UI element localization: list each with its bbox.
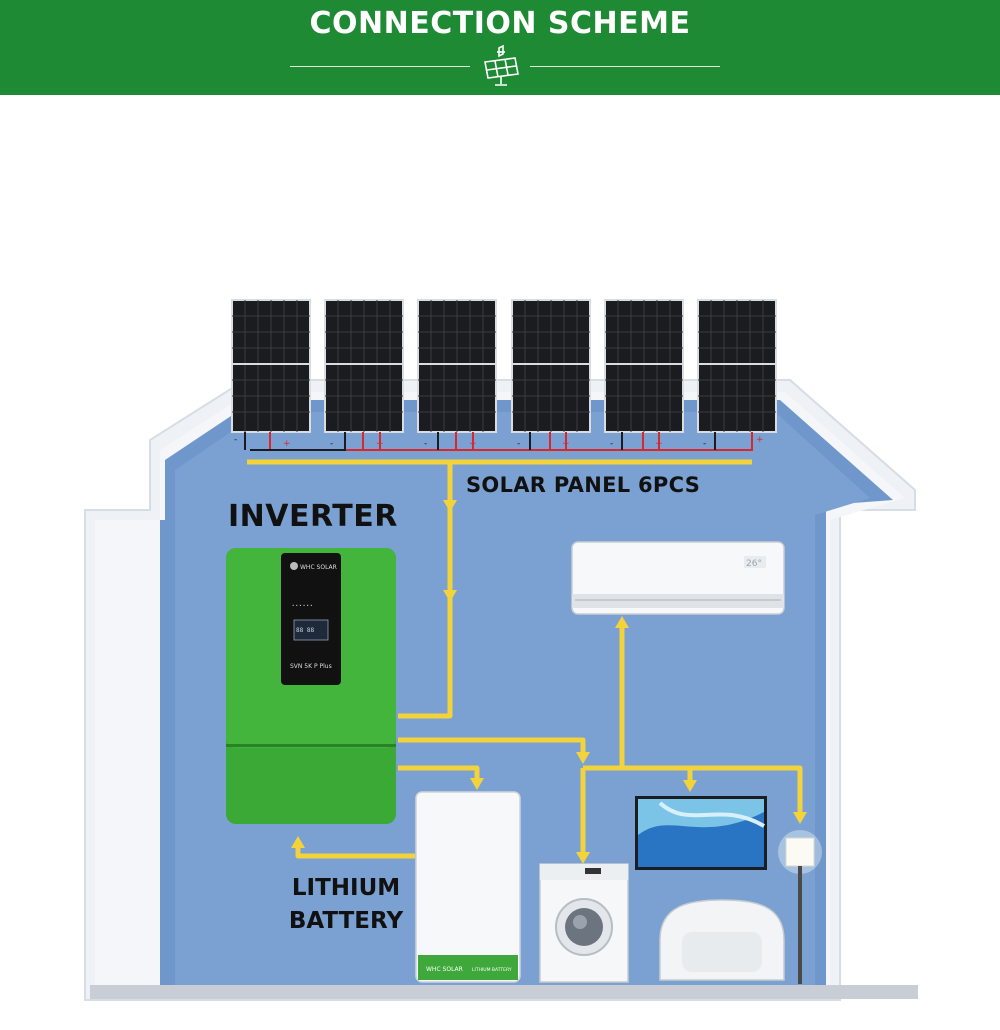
battery-label-line2: BATTERY — [288, 908, 404, 934]
inverter-label: INVERTER — [228, 499, 398, 534]
washing-machine — [539, 863, 629, 983]
svg-text:+: + — [562, 439, 570, 449]
svg-text:• • • • • •: • • • • • • — [292, 603, 313, 608]
power-wiring — [247, 459, 803, 859]
header-divider-left — [290, 66, 470, 67]
solar-panel — [511, 299, 591, 433]
inverter-unit: WHC SOLAR • • • • • • 88 88 SVN 5K P Plu… — [226, 548, 396, 824]
svg-text:-: - — [517, 439, 520, 449]
svg-text:88 88: 88 88 — [296, 627, 314, 634]
armchair — [659, 899, 785, 981]
wiring-arrows — [291, 500, 807, 864]
floor-lamp — [778, 830, 822, 984]
inverter-model: SVN 5K P Plus — [290, 663, 332, 670]
polarity-markers: - + - + - + - + - + - + — [234, 435, 764, 449]
solar-panel-label: SOLAR PANEL 6PCS — [466, 473, 701, 497]
svg-text:-: - — [610, 439, 613, 449]
solar-panel — [324, 299, 404, 433]
air-conditioner: 26° — [571, 541, 785, 615]
ac-display: 26° — [746, 559, 762, 569]
svg-text:-: - — [703, 439, 706, 449]
solar-panel-array — [231, 299, 777, 433]
svg-text:-: - — [330, 439, 333, 449]
solar-panel — [604, 299, 684, 433]
solar-panel-icon — [484, 44, 519, 86]
page-title: CONNECTION SCHEME — [309, 6, 691, 41]
panel-series-wiring — [244, 432, 753, 451]
svg-text:-: - — [424, 439, 427, 449]
inverter-brand: WHC SOLAR — [300, 564, 337, 571]
svg-text:-: - — [234, 435, 237, 445]
svg-text:+: + — [469, 439, 477, 449]
lithium-battery-unit: WHC SOLAR LITHIUM BATTERY — [415, 791, 521, 983]
solar-panel — [697, 299, 777, 433]
svg-text:+: + — [376, 439, 384, 449]
battery-label-line1: LITHIUM — [291, 875, 401, 901]
svg-text:+: + — [655, 439, 663, 449]
solar-panel — [231, 299, 311, 433]
solar-panel — [417, 299, 497, 433]
television — [635, 796, 767, 870]
battery-brand: WHC SOLAR — [426, 966, 463, 973]
battery-label: LITHIUM BATTERY — [282, 872, 410, 938]
header-banner: CONNECTION SCHEME — [0, 0, 1000, 95]
svg-text:+: + — [283, 439, 291, 449]
svg-text:+: + — [756, 435, 764, 445]
battery-model: LITHIUM BATTERY — [472, 967, 512, 973]
header-divider-right — [530, 66, 720, 67]
